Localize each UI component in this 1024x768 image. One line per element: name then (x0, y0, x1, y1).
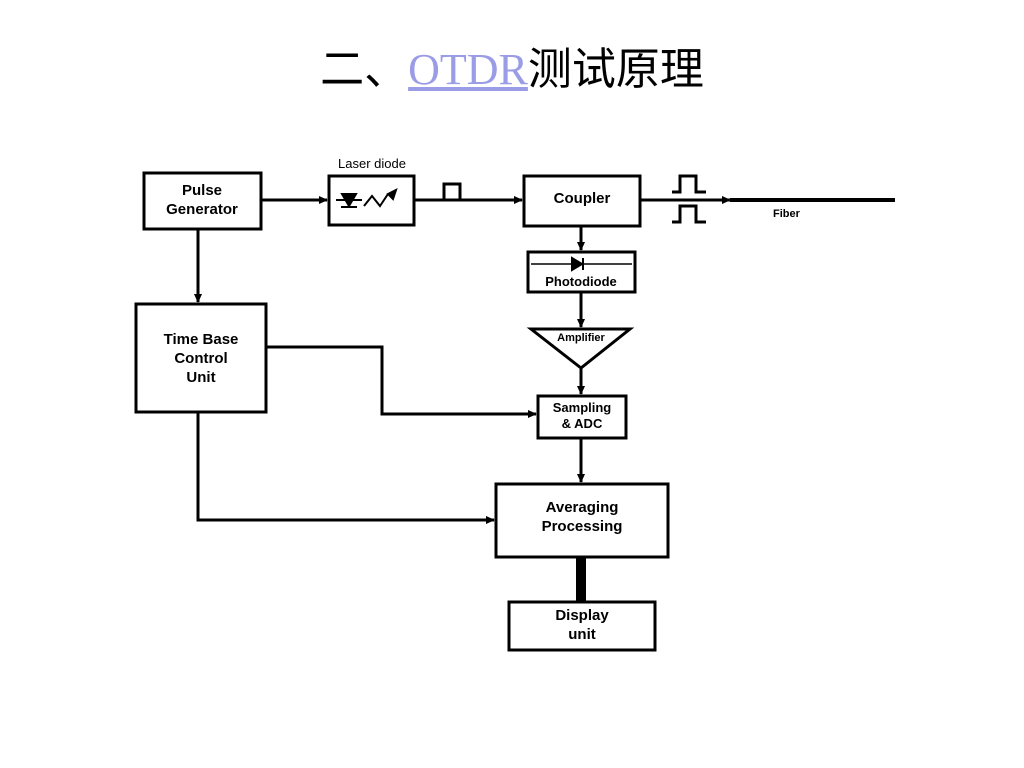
fiber-label: Fiber (773, 208, 801, 220)
photodiode-block: Photodiode (526, 250, 637, 294)
coupler-block: Coupler (522, 174, 642, 228)
time-base-line-1: Time Base (164, 331, 239, 348)
display-line-2: unit (568, 626, 596, 643)
display-line-1: Display (555, 607, 609, 624)
laser-diode-label: Laser diode (338, 156, 406, 171)
sampling-adc-block: Sampling & ADC (536, 394, 628, 440)
coupler-label: Coupler (554, 190, 611, 207)
averaging-line-1: Averaging (546, 499, 619, 516)
laser-diode-icon (336, 188, 398, 208)
pulse-generator-line-1: Pulse (182, 182, 222, 199)
otdr-link[interactable]: OTDR (408, 45, 528, 94)
connection-lines (194, 196, 895, 602)
amplifier-block: Amplifier (526, 327, 635, 370)
slide-title: 二、OTDR测试原理 (0, 40, 1024, 100)
sampling-line-1: Sampling (553, 400, 612, 415)
sampling-line-2: & ADC (562, 416, 603, 431)
pulse-generator-block: Pulse Generator (142, 171, 263, 231)
amplifier-label: Amplifier (557, 332, 605, 344)
pulse-generator-line-2: Generator (166, 201, 238, 218)
photodiode-label: Photodiode (545, 274, 617, 289)
time-base-line-2: Control (174, 350, 227, 367)
time-base-control-block: Time Base Control Unit (134, 302, 268, 414)
pulse-waveform-icon (436, 174, 706, 224)
averaging-line-2: Processing (542, 518, 623, 535)
title-suffix: 测试原理 (527, 44, 704, 95)
display-unit-block: Display unit (507, 600, 657, 652)
averaging-processing-block: Averaging Processing (494, 482, 670, 559)
time-base-line-3: Unit (186, 369, 215, 386)
laser-diode-block: Laser diode (327, 156, 416, 227)
title-prefix: 二、 (320, 44, 409, 95)
photodiode-icon (571, 256, 584, 272)
